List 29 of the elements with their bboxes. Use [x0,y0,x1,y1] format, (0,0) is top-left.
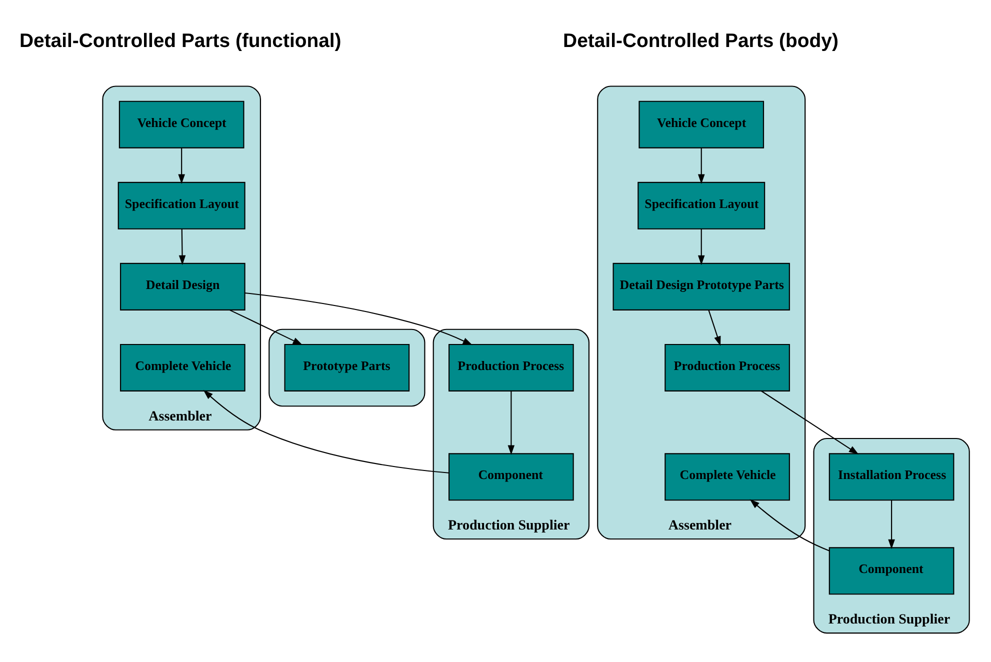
arrow [698,229,705,266]
arrow [708,310,721,346]
label: Detail-Controlled Parts (body) [563,30,838,52]
arrow [750,499,830,552]
arrow [761,390,859,454]
arrow [244,292,473,346]
node-box: Specification Layout [638,182,766,230]
node-box: Prototype Parts [284,344,410,392]
node-box: Vehicle Concept [118,100,244,148]
node-box: Component [448,453,574,501]
arrow [229,309,303,346]
node-box: Detail Design Prototype Parts [612,262,790,310]
node-box: Production Process [448,344,574,392]
node-box: Complete Vehicle [120,344,246,392]
node-box: Specification Layout [118,182,246,230]
cluster [268,328,426,407]
node-box: Vehicle Concept [638,100,764,148]
node-box: Component [828,547,954,595]
node-box: Installation Process [828,453,954,501]
label: Detail-Controlled Parts (functional) [19,30,342,52]
node-box: Detail Design [120,262,246,310]
arrow [888,500,895,550]
arrow [698,148,705,184]
arrow [178,229,186,266]
node-box: Complete Vehicle [664,453,790,501]
arrow [178,148,185,184]
node-box: Production Process [664,344,790,392]
arrow [508,390,515,455]
arrow [203,390,449,474]
